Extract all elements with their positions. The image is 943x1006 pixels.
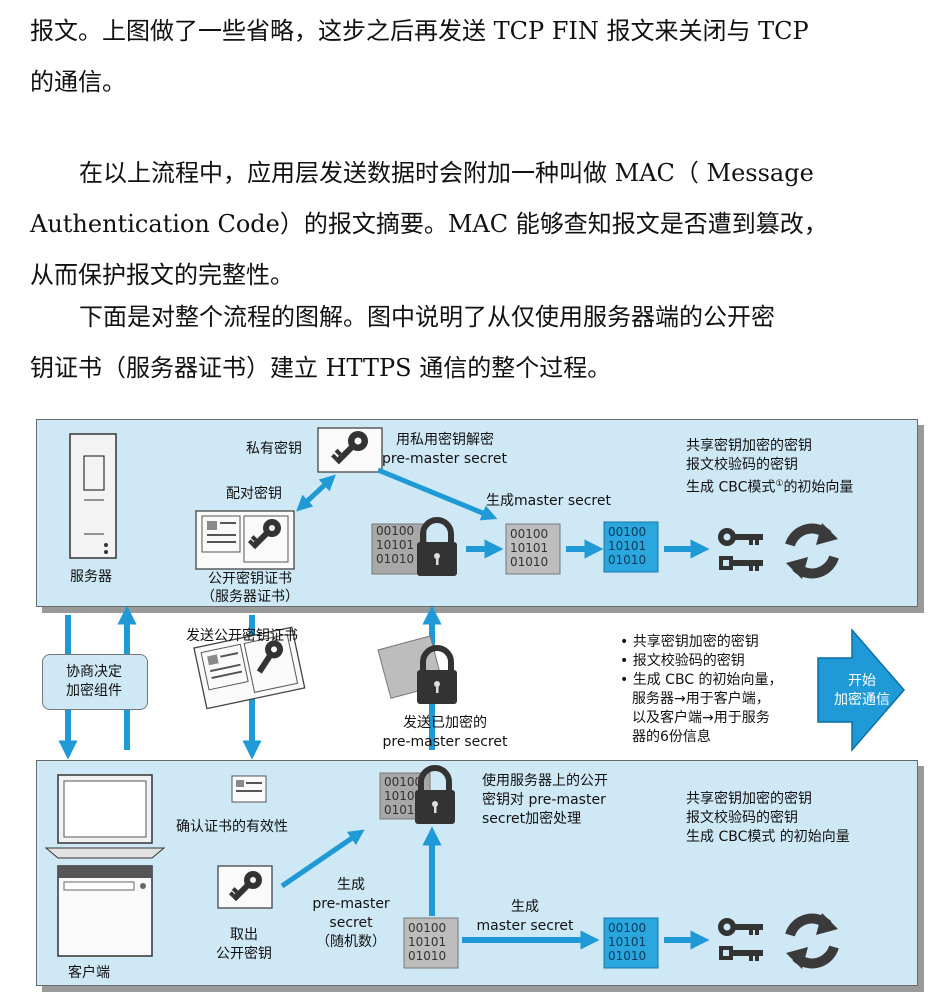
start-label-1: 开始 [848,673,876,689]
info-bullet: • 共享密钥加密的密钥 [620,634,759,650]
private-key-icon [317,427,383,473]
gen-pm-4: （随机数） [316,934,386,950]
client-panel [36,760,918,986]
p3-line2: 钥证书（服务器证书）建立 HTTPS 通信的整个过程。 [30,354,612,382]
shared-top-3: 生成 CBC模式①的初始向量 [686,479,854,496]
lock-icon-bottom [415,765,455,824]
p2-line3: 从而保护报文的完整性。 [30,261,294,289]
negotiate-label-1: 协商决定 [66,664,122,680]
send-encrypted-1: 发送已加密的 [403,715,487,731]
gen-pm-2: pre-master [312,896,390,912]
p1-line1: 报文。上图做了一些省略，这步之后再发送 TCP FIN 报文来关闭与 TCP [30,17,809,45]
send-cert-label: 发送公开密钥证书 [186,628,298,644]
decrypt-label-1: 用私用密钥解密 [396,432,494,448]
info-tail-1: 服务器→用于客户端， [632,691,770,707]
shared-key-icon-bottom [718,918,763,961]
server-icon [69,433,117,559]
lock-icon-middle [417,645,457,704]
shared-key-icon-top [718,528,763,571]
enc-with-1: 使用服务器上的公开 [482,773,608,789]
take-out-1: 取出 [230,927,258,943]
private-key-label: 私有密钥 [246,441,302,457]
negotiate-label-2: 加密组件 [66,683,122,699]
paragraph-1: 报文。上图做了一些省略，这步之后再发送 TCP FIN 报文来关闭与 TCP 的… [0,6,943,108]
certificate-icon-middle [193,626,306,710]
client-label: 客户端 [68,965,110,981]
shared-top-2: 报文校验码的密钥 [686,457,798,473]
pubkey-cert-label-2: （服务器证书） [201,589,299,605]
start-label-2: 加密通信 [834,692,890,708]
gen-ms-bottom-2: master secret [476,918,574,934]
gen-pm-3: secret [329,915,373,931]
sync-icon-top [785,523,839,579]
server-label: 服务器 [70,569,112,585]
paragraph-2: 在以上流程中，应用层发送数据时会附加一种叫做 MAC（ Message Auth… [0,148,943,301]
certificate-icon-top [195,510,295,570]
pair-key-label: 配对密钥 [226,486,282,502]
gen-master-secret-top: 生成master secret [486,493,611,509]
send-encrypted-2: pre-master secret [382,734,508,750]
info-tail-3: 器的6份信息 [632,729,711,745]
decrypt-label-2: pre-master secret [382,451,507,467]
take-out-2: 公开密钥 [216,946,272,962]
paragraph-3: 下面是对整个流程的图解。图中说明了从仅使用服务器端的公开密 钥证书（服务器证书）… [0,292,943,394]
gen-pm-1: 生成 [337,877,365,893]
public-key-icon-bottom [217,865,273,909]
shared-bot-3: 生成 CBC模式 的初始向量 [686,829,850,845]
enc-with-3: secret加密处理 [482,811,582,827]
negotiate-box [42,654,148,710]
bit-block-top-blue [603,521,659,573]
browser-window-icon [57,865,153,957]
info-bullet: • 报文校验码的密钥 [620,653,745,669]
bit-block-bottom-blue [603,917,659,969]
shared-bot-1: 共享密钥加密的密钥 [686,791,812,807]
encrypted-block-top [371,517,457,576]
p3-line1: 下面是对整个流程的图解。图中说明了从仅使用服务器端的公开密 [79,303,775,331]
p2-line2: Authentication Code）的报文摘要。MAC 能够查知报文是否遭到… [30,210,828,238]
bit-block-bottom-gray [403,917,459,969]
gen-ms-bottom-1: 生成 [511,899,539,915]
shared-bot-2: 报文校验码的密钥 [686,810,798,826]
p1-line2: 的通信。 [30,68,126,96]
verify-label: 确认证书的有效性 [176,819,288,835]
bit-block-top-gray [505,523,561,575]
certificate-small-icon [231,775,267,803]
laptop-icon [44,774,166,859]
info-list: • 共享密钥加密的密钥 • 报文校验码的密钥 • 生成 CBC 的初始向量， 服… [620,633,783,747]
enc-with-2: 密钥对 pre-master [482,792,606,808]
shared-top-1: 共享密钥加密的密钥 [686,438,812,454]
info-tail-2: 以及客户端→用于服务 [632,710,770,726]
sync-icon-bottom [785,913,839,969]
p2-line1: 在以上流程中，应用层发送数据时会附加一种叫做 MAC（ Message [79,159,814,187]
start-arrow [817,627,905,753]
info-bullet: • 生成 CBC 的初始向量， [620,672,783,688]
pubkey-cert-label-1: 公开密钥证书 [208,571,292,587]
